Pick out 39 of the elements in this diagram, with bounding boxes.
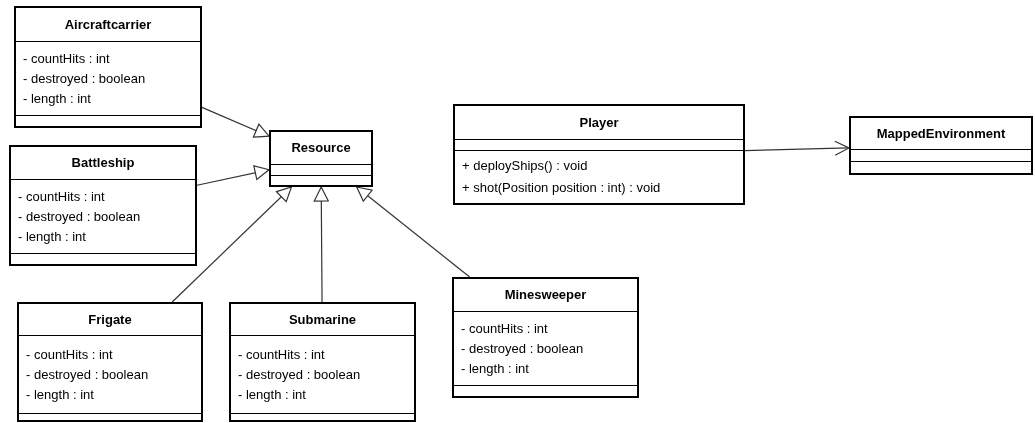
class-box [452,277,639,398]
attribute-text: - countHits : int [26,345,113,364]
class-box [9,145,197,266]
attribute-text: - length : int [461,359,529,378]
attribute-text: - length : int [238,385,306,404]
generalization-arrow [196,165,270,186]
generalization-arrow [356,186,471,278]
attribute-text: - destroyed : boolean [23,69,146,88]
attribute-text: - length : int [18,227,86,246]
class-name: Submarine [288,310,357,329]
class-box [269,130,373,187]
attribute-text: - destroyed : boolean [238,365,361,384]
attribute-text: - destroyed : boolean [18,207,141,226]
generalization-arrow [171,186,293,303]
class-name: MappedEnvironment [876,124,1006,143]
attribute-text: - destroyed : boolean [461,339,584,358]
class-name: Frigate [88,310,132,329]
method-text: + deployShips() : void [462,157,588,175]
attribute-text: - countHits : int [238,345,325,364]
class-name: Aircraftcarrier [64,15,152,34]
attribute-text: - countHits : int [18,187,105,206]
method-text: + shot(Position position : int) : void [462,179,661,197]
class-box [453,104,745,205]
class-name: Minesweeper [504,286,587,305]
class-name: Resource [291,139,351,158]
generalization-arrow [201,106,270,138]
generalization-arrow [313,186,329,303]
attribute-text: - length : int [26,385,94,404]
attribute-text: - countHits : int [23,49,110,68]
attribute-text: - countHits : int [461,319,548,338]
class-name: Player [579,113,619,132]
class-name: Battleship [71,154,135,173]
class-box [17,302,203,422]
class-box [229,302,416,422]
attribute-text: - destroyed : boolean [26,365,149,384]
class-box [14,6,202,128]
attribute-text: - length : int [23,89,91,108]
class-box [849,116,1033,175]
association-arrow [744,140,850,156]
